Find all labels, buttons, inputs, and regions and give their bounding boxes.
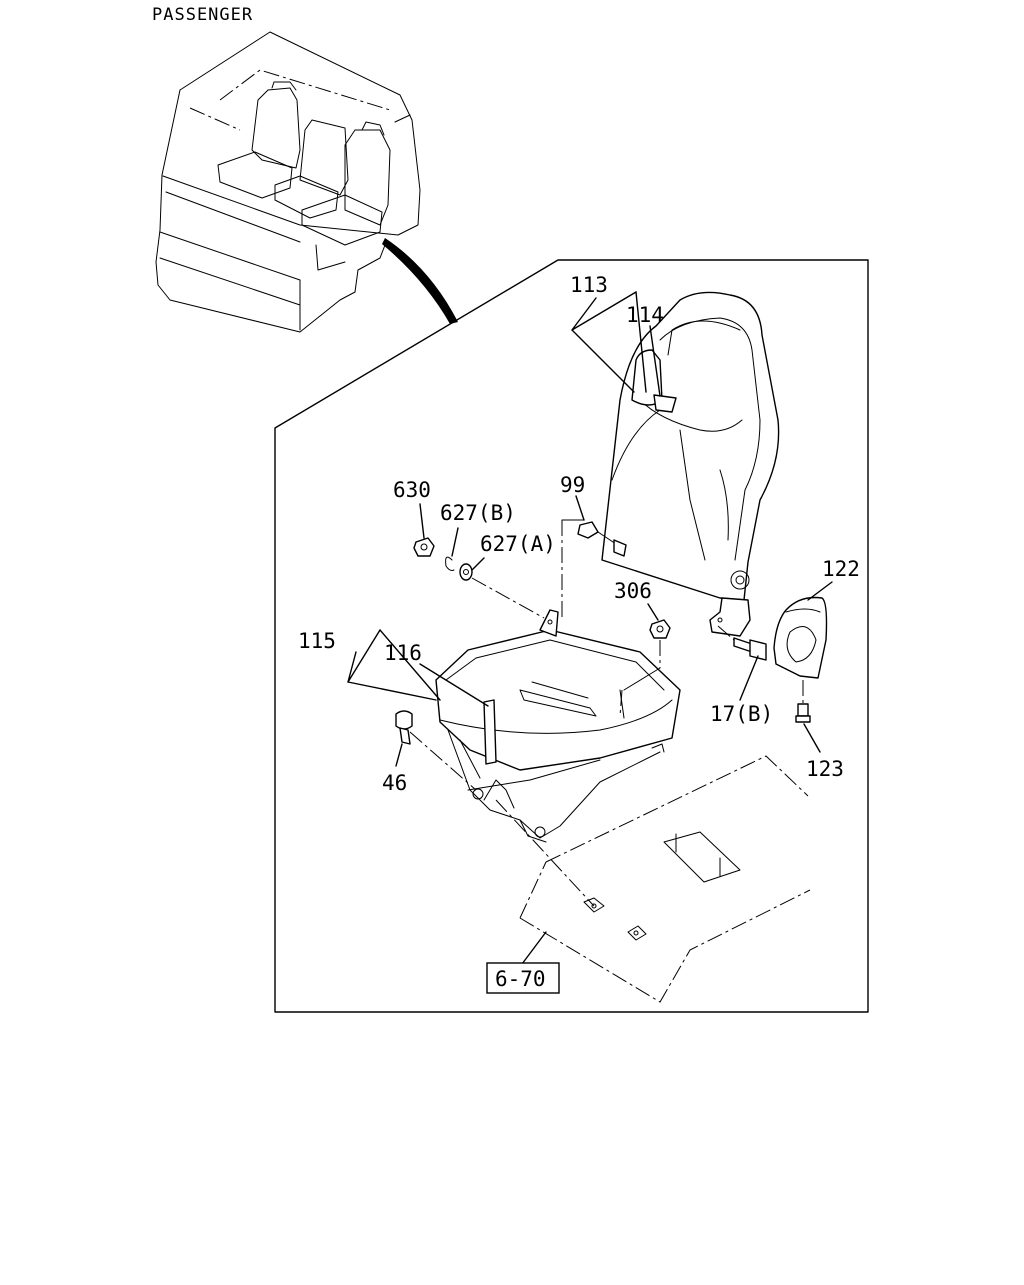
part-123-screw xyxy=(795,703,811,723)
reference-box-6-70[interactable]: 6-70 xyxy=(486,962,560,994)
callout-labels: 113 114 99 630 627(B) 627(A) 306 122 115… xyxy=(298,273,860,795)
seat-back xyxy=(601,291,780,637)
callout-630: 630 xyxy=(393,478,431,502)
seat-cushion xyxy=(435,609,681,843)
callout-99: 99 xyxy=(560,473,585,497)
leader-lines xyxy=(347,291,833,965)
detail-frame xyxy=(274,259,869,1013)
callout-306: 306 xyxy=(614,579,652,603)
callout-116: 116 xyxy=(384,641,422,665)
part-46-bolt xyxy=(395,710,413,745)
part-122-cover xyxy=(773,596,828,679)
callout-122: 122 xyxy=(822,557,860,581)
part-306-nut xyxy=(649,619,671,639)
callout-627b: 627(B) xyxy=(440,501,516,525)
cab-overview-illustration xyxy=(155,31,458,333)
part-99-grommet xyxy=(577,521,627,557)
callout-46: 46 xyxy=(382,771,407,795)
callout-17b: 17(B) xyxy=(710,702,773,726)
callout-114: 114 xyxy=(626,303,664,327)
callout-627a: 627(A) xyxy=(480,532,556,556)
part-17b-bolt xyxy=(733,637,767,661)
callout-113: 113 xyxy=(570,273,608,297)
callout-123: 123 xyxy=(806,757,844,781)
diagram-title: PASSENGER xyxy=(152,5,253,25)
reference-box-label: 6-70 xyxy=(495,967,546,991)
hardware-630-627 xyxy=(413,537,473,581)
callout-115: 115 xyxy=(298,629,336,653)
floor-panel xyxy=(519,755,811,1003)
